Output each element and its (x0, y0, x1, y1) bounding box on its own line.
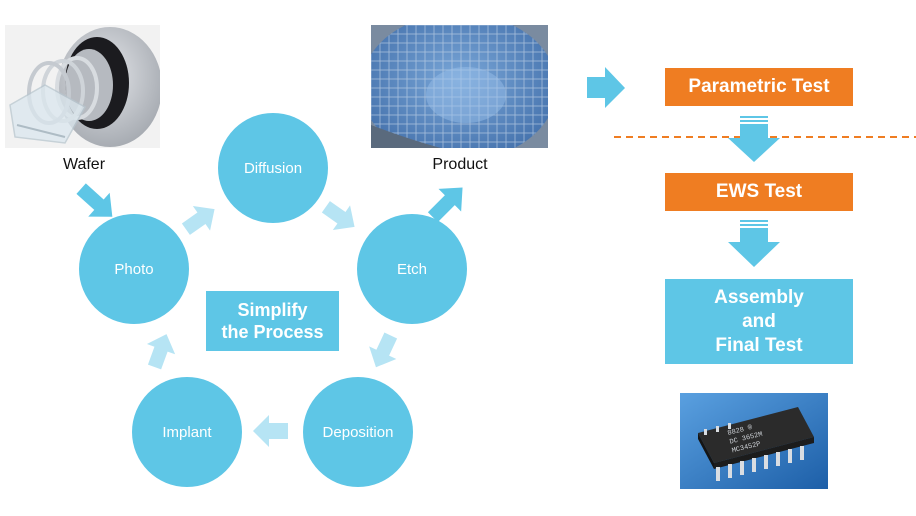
wafer-to-photo-arrow (76, 183, 113, 217)
diffusion-step: Diffusion (218, 113, 328, 223)
simplify-process-box: Simplify the Process (206, 291, 339, 351)
parametric-test-box: Parametric Test (665, 68, 853, 106)
chip-image: 8828 ® DC 3652M MC3452P (680, 393, 828, 489)
implant-to-photo-arrow (146, 334, 176, 370)
etch-to-deposition-arrow (369, 332, 398, 368)
wafer-label: Wafer (62, 156, 106, 173)
assembly-line2: and (742, 310, 776, 332)
product-image (371, 25, 548, 148)
deposition-step: Deposition (303, 377, 413, 487)
diffusion-label: Diffusion (243, 159, 303, 177)
simplify-line2: the Process (221, 322, 324, 342)
implant-step: Implant (132, 377, 242, 487)
diffusion-to-etch-arrow (321, 201, 355, 231)
etch-step: Etch (357, 214, 467, 324)
deposition-to-implant-arrow (253, 415, 288, 447)
photo-step: Photo (79, 214, 189, 324)
assembly-line3: Final Test (715, 334, 803, 356)
wafer-image (5, 25, 160, 148)
implant-label: Implant (162, 423, 212, 441)
deposition-label: Deposition (322, 423, 394, 441)
product-to-test-arrow (587, 67, 625, 108)
wafer-illustration (9, 27, 160, 147)
etch-label: Etch (396, 260, 427, 278)
assembly-line1: Assembly (714, 286, 804, 308)
parametric-to-ews-arrow (728, 116, 780, 162)
photo-to-diffusion-arrow (181, 205, 215, 235)
simplify-line1: Simplify (237, 300, 308, 320)
assembly-final-test-box: Assembly and Final Test (665, 279, 853, 364)
ews-test-label: EWS Test (715, 181, 803, 202)
chip-illustration: 8828 ® DC 3652M MC3452P (680, 393, 828, 489)
ews-test-box: EWS Test (665, 173, 853, 211)
parametric-test-label: Parametric Test (688, 76, 830, 97)
photo-label: Photo (114, 260, 154, 278)
product-label: Product (432, 156, 488, 173)
etch-to-product-arrow (427, 187, 463, 223)
ews-to-assembly-arrow (728, 220, 780, 267)
die-wafer-illustration (371, 25, 548, 148)
